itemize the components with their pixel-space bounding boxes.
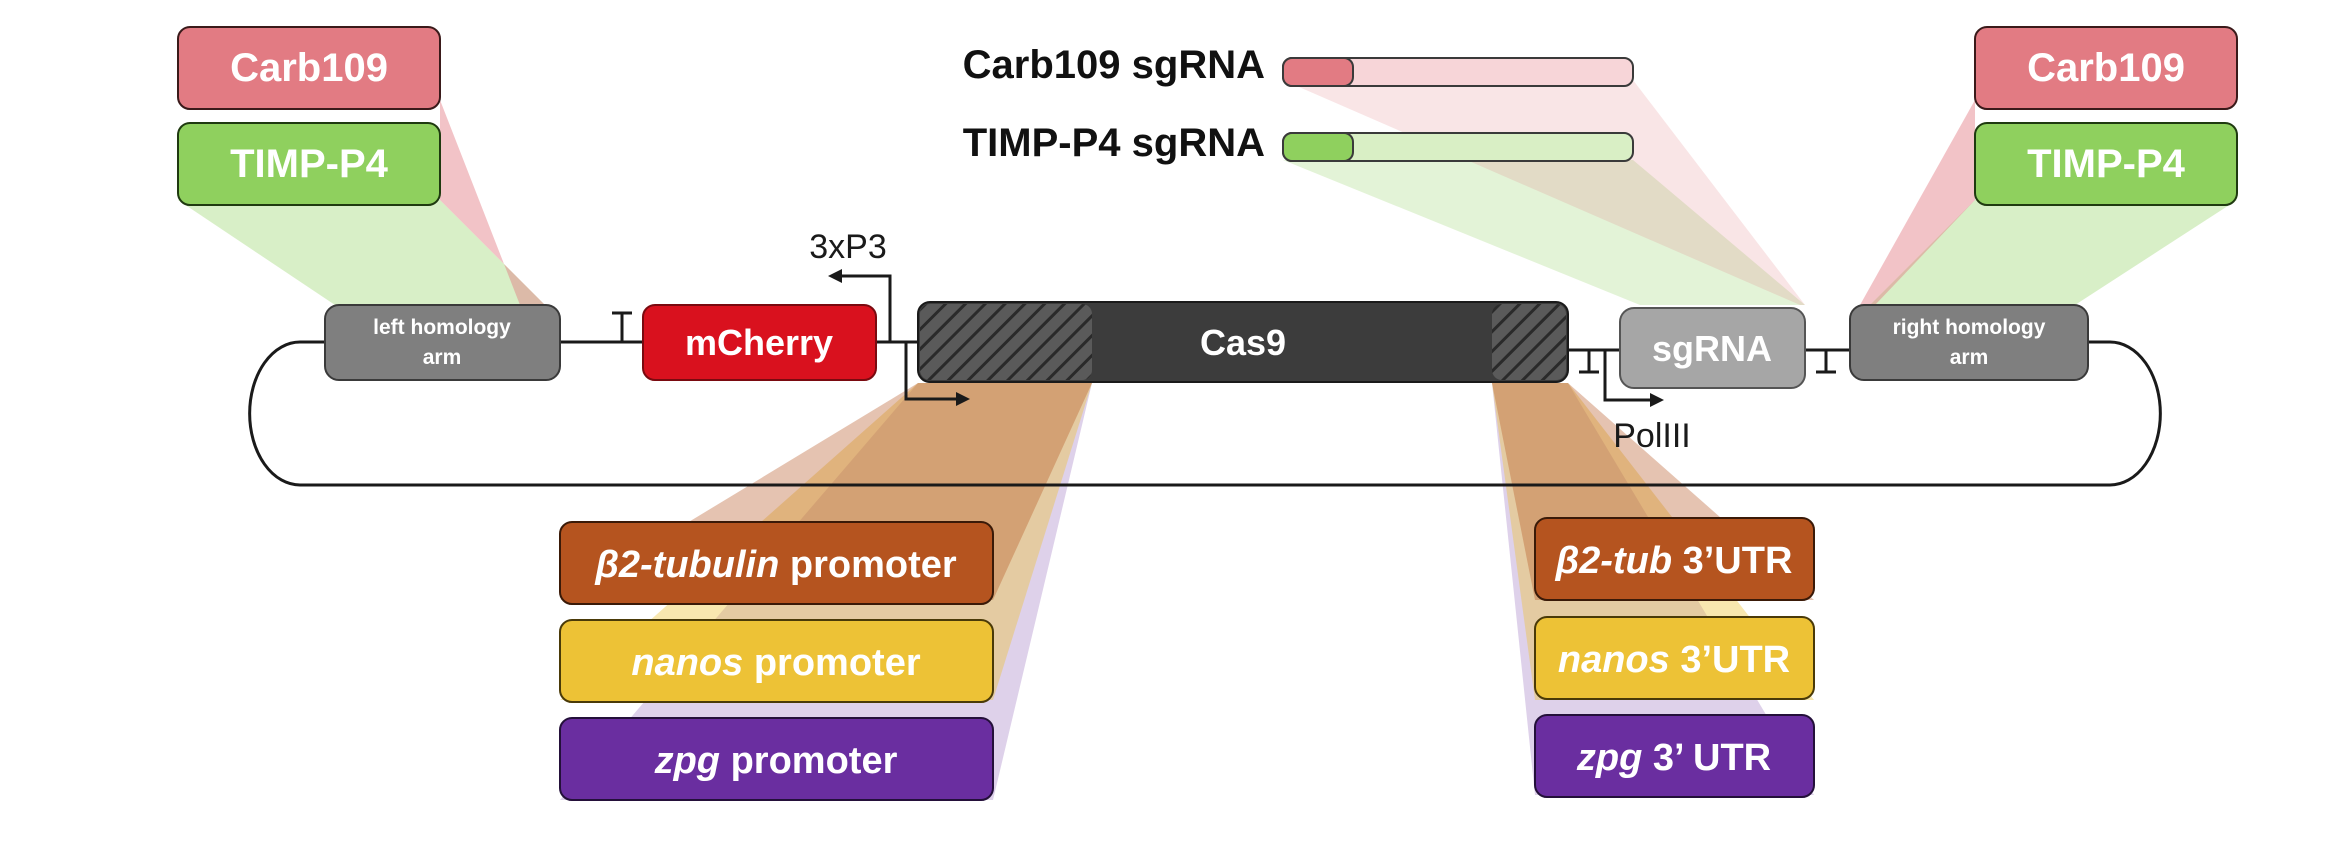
- cas9-promoter-arrow-icon: [904, 342, 958, 401]
- terminator-icon: [612, 311, 632, 342]
- target-carb109-left-label: Carb109: [230, 46, 388, 90]
- polIII-arrow-icon: [1603, 350, 1652, 402]
- utr-nanos-label: nanos 3’UTR: [1558, 639, 1790, 681]
- promoter-3xp3-arrow-icon: [840, 274, 892, 342]
- promoter-zpg-box: [559, 717, 994, 801]
- target-carb109-left: [177, 26, 441, 110]
- target-timp-left: [177, 122, 441, 206]
- timp-left-cone: [178, 200, 545, 305]
- left-homology-arm: [324, 304, 561, 381]
- target-timp-right: [1974, 122, 2238, 206]
- target-carb109-right: [1974, 26, 2238, 110]
- mcherry-label: mCherry: [685, 322, 833, 363]
- polIII-label: PolIII: [1613, 417, 1690, 455]
- sgrna-timp-cone: [1283, 160, 1805, 305]
- cas9-label: Cas9: [1200, 322, 1286, 363]
- right-arm-label-line2: arm: [1950, 346, 1989, 369]
- target-timp-right-label: TIMP-P4: [2027, 142, 2186, 186]
- arrowhead-icon: [1650, 393, 1664, 407]
- cas9-utr-region: [1492, 304, 1566, 380]
- terminator-icon: [1816, 350, 1836, 374]
- cas9-promoter-region: [920, 304, 1092, 380]
- promoter-3xp3-label: 3xP3: [809, 228, 887, 266]
- utr-b2tub-label: β2-tub 3’UTR: [1555, 540, 1793, 582]
- promoter-b2tub-box: [559, 521, 994, 605]
- timp-right-cone: [1870, 200, 2237, 305]
- sgrna-box: [1619, 307, 1806, 389]
- terminator-icon: [1579, 350, 1599, 374]
- sgrna-carb109-bar-fill: [1282, 57, 1354, 87]
- right-homology-arm: [1849, 304, 2089, 381]
- carb109-left-cone: [440, 100, 545, 305]
- left-arm-label-line2: arm: [423, 346, 462, 369]
- right-arm-label-line1: right homology: [1893, 316, 2046, 339]
- sgrna-label: sgRNA: [1652, 328, 1772, 369]
- arrowhead-icon: [828, 269, 842, 283]
- utr-nanos-box: [1534, 616, 1815, 700]
- utr-zpg-box: [1534, 714, 1815, 798]
- carb109-right-cone: [1860, 100, 1975, 305]
- mcherry-box: [642, 304, 877, 381]
- sgrna-carb109-cone: [1283, 80, 1805, 305]
- promoter-zpg-label: zpg promoter: [654, 740, 898, 782]
- arrowhead-icon: [956, 392, 970, 406]
- sgrna-timp-legend-label: TIMP-P4 sgRNA: [963, 121, 1265, 165]
- promoter-nanos-label: nanos promoter: [631, 642, 920, 684]
- target-timp-left-label: TIMP-P4: [230, 142, 389, 186]
- target-carb109-right-label: Carb109: [2027, 46, 2185, 90]
- plasmid-backbone: [248, 340, 2162, 487]
- sgrna-timp-bar-fill: [1282, 132, 1354, 162]
- promoter-b2tub-label: β2-tubulin promoter: [594, 544, 957, 586]
- sgrna-carb109-legend-label: Carb109 sgRNA: [963, 43, 1265, 87]
- utr-b2tub-box: [1534, 517, 1815, 601]
- utr-zpg-label: zpg 3’ UTR: [1576, 737, 1771, 779]
- left-arm-label-line1: left homology: [373, 316, 511, 339]
- promoter-nanos-box: [559, 619, 994, 703]
